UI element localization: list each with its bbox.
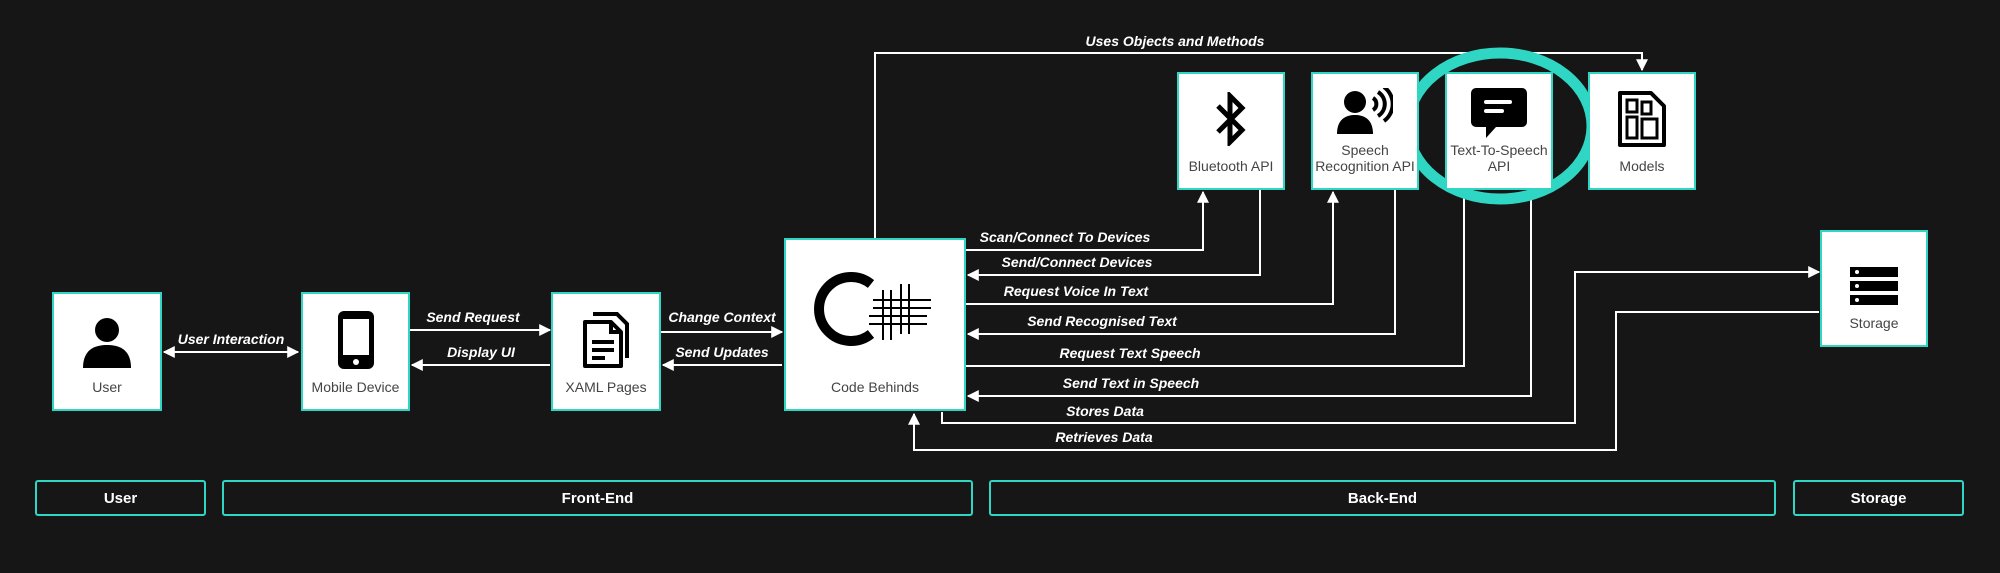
node-label-xaml-pages: XAML Pages [565, 379, 647, 395]
lane-storage: Storage [1793, 480, 1964, 516]
edge-scan-connect [966, 190, 1209, 251]
lane-frontend: Front-End [222, 480, 973, 516]
edge-label-request-voice: Request Voice In Text [1004, 283, 1150, 299]
node-label-models: Models [1619, 158, 1665, 174]
voice-recognition-icon [1313, 88, 1417, 136]
edge-stores-data [941, 266, 1821, 424]
lane-label-user: User [103, 489, 138, 507]
node-label-code-behinds: Code Behinds [831, 379, 919, 395]
edge-send-recognised [966, 188, 1396, 340]
bluetooth-icon [1179, 92, 1283, 146]
edge-label-send-text-speech: Send Text in Speech [1063, 375, 1199, 391]
node-mobile-device[interactable]: Mobile Device [301, 292, 410, 411]
edge-label-send-connect: Send/Connect Devices [1002, 254, 1153, 270]
user-icon [54, 316, 160, 370]
edge-request-tts [966, 188, 1465, 367]
edge-label-request-tts: Request Text Speech [1059, 345, 1200, 361]
lane-backend: Back-End [989, 480, 1776, 516]
edge-label-send-request: Send Request [426, 309, 521, 325]
edge-label-change-context: Change Context [668, 309, 777, 325]
node-label-bluetooth-api: Bluetooth API [1188, 158, 1274, 174]
edge-label-uses-objects: Uses Objects and Methods [1086, 33, 1265, 49]
node-user[interactable]: User [52, 292, 162, 411]
edge-retrieves-data [908, 311, 1819, 451]
node-models[interactable]: Models [1588, 72, 1696, 190]
node-label-mobile-device: Mobile Device [311, 379, 400, 395]
edge-label-send-updates: Send Updates [675, 344, 769, 360]
lane-label-frontend: Front-End [561, 489, 634, 507]
edge-label-retrieves-data: Retrieves Data [1055, 429, 1152, 445]
csharp-logo-icon [786, 270, 964, 348]
edge-request-voice [966, 190, 1339, 305]
lane-label-storage: Storage [1850, 489, 1907, 507]
node-label-user: User [92, 379, 122, 395]
node-code-behinds[interactable]: Code Behinds [784, 238, 966, 411]
edge-label-scan-connect: Scan/Connect To Devices [980, 229, 1151, 245]
node-label-storage: Storage [1849, 315, 1899, 331]
edge-label-display-ui: Display UI [447, 344, 516, 360]
edge-label-send-recognised: Send Recognised Text [1027, 313, 1178, 329]
edge-label-stores-data: Stores Data [1066, 403, 1144, 419]
chat-bubble-icon [1447, 86, 1551, 140]
edge-send-connect [966, 188, 1261, 281]
document-icon [553, 312, 659, 368]
storage-icon [1822, 266, 1926, 306]
edge-uses-objects [874, 52, 1648, 238]
lane-user: User [35, 480, 206, 516]
node-bluetooth-api[interactable]: Bluetooth API [1177, 72, 1285, 190]
node-xaml-pages[interactable]: XAML Pages [551, 292, 661, 411]
edge-send-text-speech [966, 188, 1532, 402]
phone-icon [303, 310, 408, 370]
layout-icon [1590, 90, 1694, 148]
node-storage[interactable]: Storage [1820, 230, 1928, 347]
edge-label-user-interaction: User Interaction [178, 331, 285, 347]
lane-label-backend: Back-End [1347, 489, 1418, 507]
